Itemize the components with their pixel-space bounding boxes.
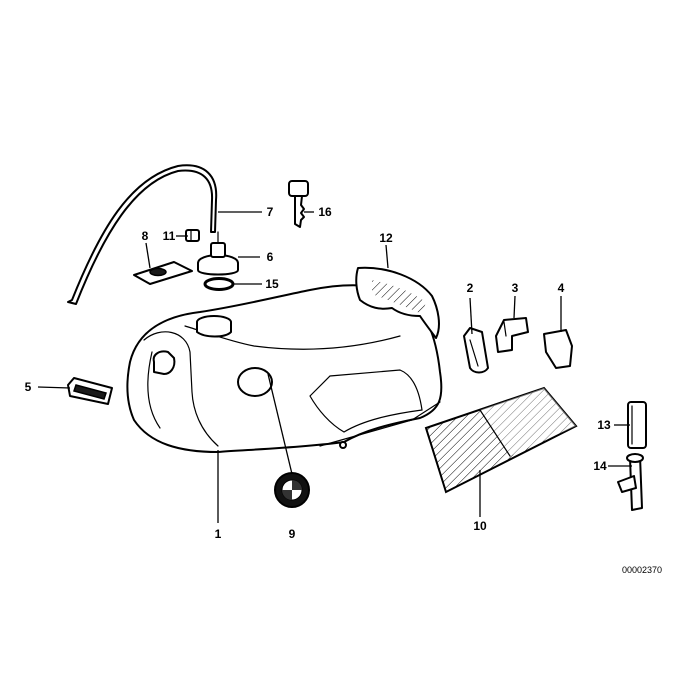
callout-3: 3	[512, 281, 519, 295]
key	[288, 180, 309, 228]
cover-panel	[355, 266, 440, 339]
bracket	[495, 317, 529, 353]
callout-11: 11	[163, 229, 176, 243]
wire-clip	[463, 327, 489, 374]
gasket	[133, 261, 193, 285]
leader-12	[385, 244, 389, 269]
leader-8	[145, 242, 151, 269]
rubber-grommet	[67, 377, 113, 405]
callout-2: 2	[467, 281, 474, 295]
knee-pad	[424, 386, 578, 494]
callout-5: 5	[25, 380, 32, 394]
callout-14: 14	[593, 459, 607, 473]
fuel-tank	[126, 284, 443, 453]
leader-lines	[37, 211, 632, 523]
rubber-buffer	[543, 329, 573, 369]
hose-clamp	[185, 229, 200, 242]
callout-13: 13	[597, 418, 611, 432]
callout-12: 12	[379, 231, 393, 245]
filler-cap	[197, 231, 239, 276]
callout-10: 10	[473, 519, 487, 533]
callout-4: 4	[558, 281, 565, 295]
callout-1: 1	[215, 527, 222, 541]
leader-2	[469, 297, 473, 335]
callout-15: 15	[265, 277, 279, 291]
breather-hose	[67, 164, 218, 305]
callout-8: 8	[142, 229, 149, 243]
badge	[274, 472, 310, 508]
callout-16: 16	[318, 205, 332, 219]
callout-labels: 1 2 3 4 5 6 7 8 9 10 11 12 13 14 15 16	[25, 205, 611, 541]
leader-3	[513, 295, 516, 319]
callout-9: 9	[289, 527, 296, 541]
leader-9	[267, 373, 293, 475]
callout-7: 7	[267, 205, 274, 219]
callout-6: 6	[267, 250, 274, 264]
sealing-ring	[203, 277, 235, 291]
bolt	[617, 453, 644, 511]
rubber-sleeve	[627, 401, 647, 449]
leader-5	[37, 386, 71, 389]
document-number: 00002370	[622, 565, 662, 575]
